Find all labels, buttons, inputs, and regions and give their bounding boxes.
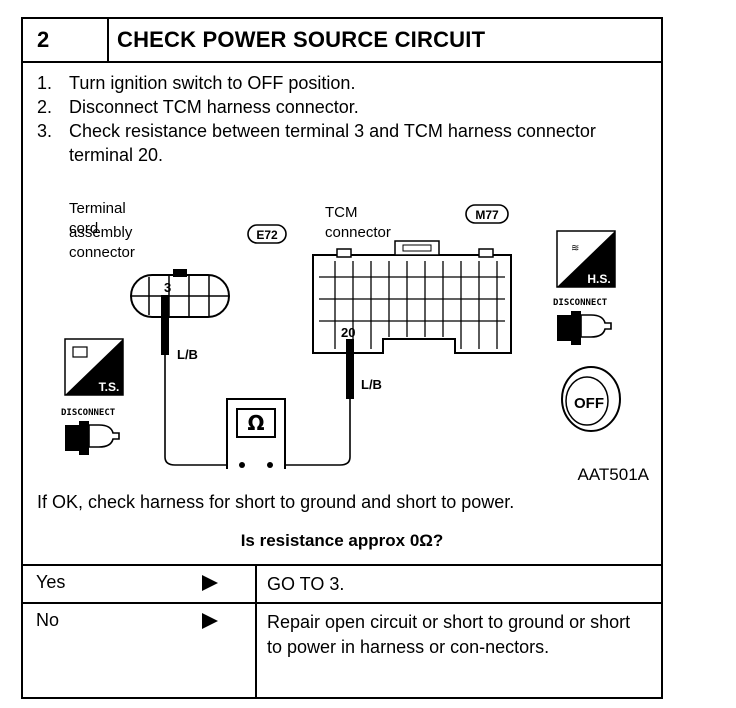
terminal-cord-label: Terminal cord	[69, 200, 126, 237]
answer-label: Yes	[36, 572, 66, 592]
ohm-symbol: Ω	[247, 411, 264, 435]
answer-table: Yes GO TO 3. No Repair open circuit or s…	[23, 564, 661, 699]
connector-id-m77: M77	[475, 208, 499, 222]
off-label: OFF	[574, 395, 604, 412]
answer-row-no: No Repair open circuit or short to groun…	[23, 604, 661, 699]
figure-reference: AAT501A	[577, 465, 649, 484]
disconnect-label-left: DISCONNECT	[61, 408, 116, 418]
svg-text:≋: ≋	[571, 243, 579, 254]
answer-action: Repair open circuit or short to ground o…	[267, 612, 631, 657]
step-text: Check resistance between terminal 3 and …	[69, 121, 596, 165]
disconnect-label-right: DISCONNECT	[553, 298, 608, 308]
step-index: 2.	[37, 97, 53, 117]
play-arrow-icon	[202, 575, 218, 591]
step-header: 2 CHECK POWER SOURCE CIRCUIT	[23, 19, 661, 63]
inspection-question: Is resistance approx 0Ω?	[240, 531, 444, 550]
ignition-off-icon: OFF	[561, 366, 621, 432]
terminal-20-label: 20	[341, 325, 355, 340]
connector-id-badge-e72: E72	[247, 224, 287, 244]
answer-action: GO TO 3.	[267, 574, 345, 594]
step-index: 3.	[37, 121, 53, 141]
hs-label: H.S.	[587, 272, 610, 286]
inspection-step-box: 2 CHECK POWER SOURCE CIRCUIT 1. Turn ign…	[21, 17, 663, 699]
procedure-step: 3. Check resistance between terminal 3 a…	[37, 119, 647, 167]
step-title: CHECK POWER SOURCE CIRCUIT	[117, 27, 486, 52]
ts-icon: T.S.	[64, 338, 124, 396]
left-probe	[161, 295, 227, 466]
diagram-graphic: E72 M77 3	[61, 204, 621, 469]
wire-color-left: L/B	[177, 347, 198, 362]
terminal-cord-label-2: assembly connector	[69, 224, 135, 261]
connector-id-e72: E72	[256, 228, 278, 242]
ohmmeter: Ω	[226, 398, 286, 469]
answer-row-yes: Yes GO TO 3.	[23, 566, 661, 604]
connector-id-badge-m77: M77	[465, 204, 509, 224]
wire-color-right: L/B	[361, 377, 382, 392]
right-probe	[285, 339, 354, 466]
play-arrow-icon	[202, 613, 218, 629]
step-index: 1.	[37, 73, 53, 93]
procedure-steps: 1. Turn ignition switch to OFF position.…	[37, 71, 647, 167]
terminal-cord-connector: 3	[130, 269, 230, 318]
tcm-connector-label: TCM connector	[325, 204, 391, 241]
terminal-3-label: 3	[164, 280, 171, 295]
hs-icon: ≋ H.S.	[556, 230, 616, 288]
answer-label: No	[36, 610, 60, 630]
step-number: 2	[23, 19, 109, 61]
disconnect-icon-right	[557, 311, 612, 345]
procedure-step: 1. Turn ignition switch to OFF position.	[37, 71, 647, 95]
ts-label: T.S.	[99, 380, 120, 394]
note-text: If OK, check harness for short to ground…	[37, 492, 515, 512]
step-text: Disconnect TCM harness connector.	[69, 97, 359, 117]
procedure-step: 2. Disconnect TCM harness connector.	[37, 95, 647, 119]
disconnect-icon-left	[65, 421, 120, 455]
step-text: Turn ignition switch to OFF position.	[69, 73, 356, 93]
tcm-connector: 20	[312, 240, 512, 354]
